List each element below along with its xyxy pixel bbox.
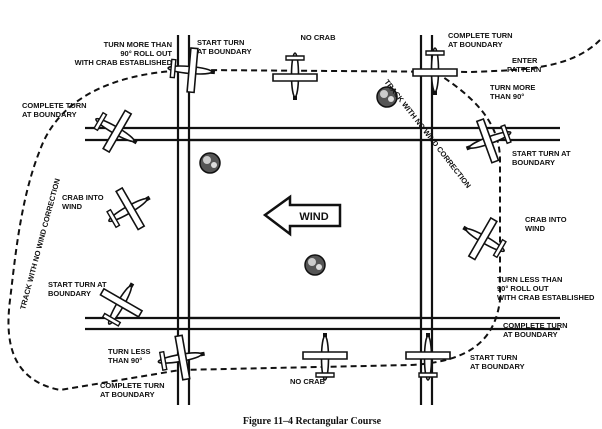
wind-arrow: WIND: [262, 194, 342, 237]
tree-icon: [304, 254, 326, 276]
airplane-icon: [405, 332, 451, 381]
svg-text:NO CRAB: NO CRAB: [301, 33, 337, 42]
airplane-icon: [302, 332, 348, 381]
ground-track: [7, 39, 601, 392]
wind-label: WIND: [299, 211, 328, 223]
airplane-icon: [97, 177, 162, 241]
svg-text:TRACK WITH NO WIND CORRECTION: TRACK WITH NO WIND CORRECTION: [382, 78, 472, 190]
airplane-icon: [272, 52, 318, 101]
roads: [85, 35, 560, 405]
svg-text:NO CRAB: NO CRAB: [290, 377, 326, 386]
airplane-icon: [412, 47, 458, 96]
figure-caption: Figure 11–4 Rectangular Course: [243, 416, 382, 427]
airplane-icon: [153, 331, 210, 385]
tree-icon: [199, 152, 221, 174]
airplane-icon: [451, 207, 516, 271]
airplane-icon: [84, 99, 149, 163]
field-boundary: [187, 138, 423, 320]
